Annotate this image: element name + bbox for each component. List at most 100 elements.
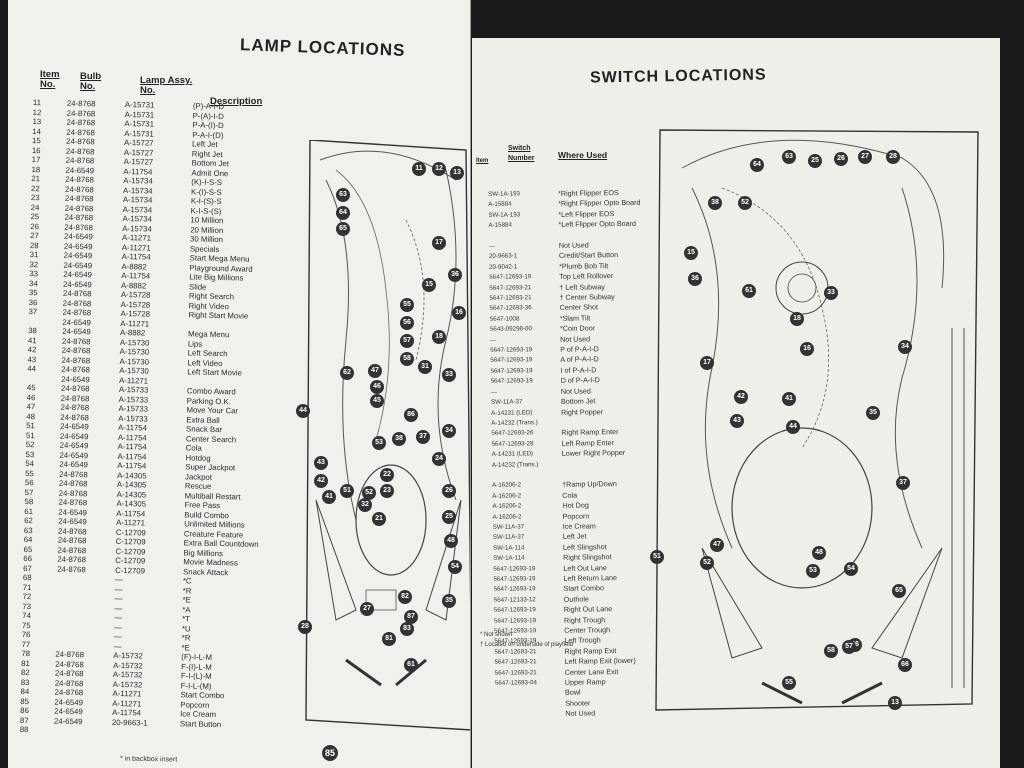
item-cell bbox=[480, 502, 490, 513]
lamp-callout-marker: 55 bbox=[400, 298, 414, 312]
header-description: Description bbox=[210, 96, 263, 107]
bulb-no-cell: 24-8768 bbox=[64, 193, 94, 204]
bulb-no-cell: 24-6549 bbox=[59, 459, 89, 470]
item-no-cell: 31 bbox=[29, 250, 39, 260]
lamp-callout-marker: 38 bbox=[392, 432, 406, 446]
item-cell bbox=[480, 471, 490, 482]
item-cell bbox=[477, 252, 487, 263]
item-no-cell: 44 bbox=[27, 364, 37, 374]
description-cell: Start Button bbox=[179, 718, 222, 729]
item-no-cell: 21 bbox=[31, 174, 41, 184]
item-no-cell: 27 bbox=[30, 231, 39, 241]
lamp-callout-marker: 14 bbox=[470, 168, 471, 182]
lamp-callout-marker: 15 bbox=[422, 278, 436, 292]
item-no-cell: 37 bbox=[28, 307, 38, 317]
lamp-callout-marker: 47 bbox=[368, 364, 382, 378]
item-no-cell: 62 bbox=[24, 515, 33, 526]
bulb-no-cell: 24-6549 bbox=[53, 716, 83, 726]
switch-callout-marker: 16 bbox=[800, 342, 814, 356]
switch-callout-marker: 48 bbox=[812, 546, 826, 560]
lamp-callout-marker: 17 bbox=[432, 236, 446, 250]
switch-callout-marker: 66 bbox=[898, 658, 912, 672]
item-no-cell: 86 bbox=[20, 705, 29, 716]
bulb-no-cell: 24-8768 bbox=[55, 649, 85, 660]
switch-callout-marker: 52 bbox=[700, 556, 714, 570]
item-cell bbox=[478, 315, 488, 326]
item-cell bbox=[479, 377, 489, 388]
lamp-callout-marker: 87 bbox=[404, 610, 418, 624]
bulb-no-cell: 24-8768 bbox=[54, 687, 84, 698]
switch-callout-marker: 64 bbox=[750, 158, 764, 172]
lamp-callout-marker: 48 bbox=[444, 534, 458, 548]
item-no-cell: 66 bbox=[23, 553, 33, 564]
item-cell bbox=[478, 336, 488, 347]
switch-callout-marker: 15 bbox=[684, 246, 698, 260]
lamp-locations-page: LAMP LOCATIONS Item No. Bulb No. Lamp As… bbox=[8, 0, 471, 768]
lamp-callout-marker: 11 bbox=[412, 162, 426, 176]
item-no-cell: 45 bbox=[26, 383, 36, 393]
switch-callout-marker: 51 bbox=[650, 550, 664, 564]
lamp-callout-marker: 12 bbox=[432, 162, 446, 176]
item-cell bbox=[477, 283, 487, 294]
item-cell bbox=[476, 190, 486, 201]
switch-callout-marker: 25 bbox=[808, 154, 822, 168]
lamp-callout-marker: 42 bbox=[314, 474, 328, 488]
switch-callout-marker: 55 bbox=[782, 676, 796, 690]
lamp-callout-marker: 44 bbox=[296, 404, 310, 418]
switch-callout-marker: 47 bbox=[710, 538, 724, 552]
description-cell: Right Start Movie bbox=[188, 310, 249, 321]
item-cell bbox=[477, 263, 487, 274]
switch-callout-marker: 54 bbox=[844, 562, 858, 576]
bulb-no-cell: 24-8768 bbox=[61, 364, 91, 375]
footnote: * in backbox insert bbox=[119, 755, 178, 764]
switch-callout-marker: 26 bbox=[834, 152, 848, 166]
item-cell bbox=[479, 388, 489, 399]
lamp-callout-marker: 13 bbox=[450, 166, 464, 180]
item-cell bbox=[482, 596, 492, 607]
lamp-callout-marker: 32 bbox=[358, 498, 372, 512]
switch-callout-marker: 43 bbox=[730, 414, 744, 428]
item-no-cell: 42 bbox=[27, 345, 37, 355]
switch-locations-page: SWITCH LOCATIONS Item Switch Number Wher… bbox=[472, 38, 1000, 768]
bulb-no-cell: 24-6549 bbox=[58, 516, 87, 527]
item-cell bbox=[483, 658, 493, 669]
item-no-cell: 38 bbox=[28, 326, 37, 336]
item-no-cell: 15 bbox=[32, 136, 41, 146]
switch-callout-marker: 52 bbox=[738, 196, 752, 210]
lamp-callout-marker: 27 bbox=[360, 602, 374, 616]
lamp-callout-marker: 26 bbox=[442, 484, 456, 498]
lamp-callout-marker: 51 bbox=[340, 484, 354, 498]
lamp-callout-marker: 36 bbox=[448, 268, 462, 282]
switch-callout-marker: 13 bbox=[888, 696, 902, 710]
lamp-callout-marker: 58 bbox=[400, 352, 414, 366]
where-used-cell: *Left Flipper Opto Board bbox=[558, 218, 637, 230]
lamp-callout-marker: 34 bbox=[442, 424, 456, 438]
lamp-callout-marker: 21 bbox=[372, 512, 386, 526]
switch-callout-marker: 18 bbox=[790, 312, 804, 326]
lamp-callout-marker: 45 bbox=[370, 394, 384, 408]
item-cell bbox=[479, 419, 489, 430]
item-no-cell: 35 bbox=[28, 288, 38, 298]
item-cell bbox=[479, 408, 489, 419]
switch-callout-marker: 35 bbox=[866, 406, 880, 420]
item-cell bbox=[476, 221, 486, 232]
lamp-callout-marker: 43 bbox=[314, 456, 328, 470]
lamp-callout-marker: 46 bbox=[370, 380, 384, 394]
switch-playfield-diagram bbox=[655, 129, 979, 711]
switch-callout-marker: 36 bbox=[688, 272, 702, 286]
item-cell bbox=[477, 231, 487, 242]
item-cell bbox=[478, 346, 488, 357]
lamp-callout-marker: 56 bbox=[400, 316, 414, 330]
switch-callout-marker: 33 bbox=[824, 286, 838, 300]
table-row: Not Used bbox=[483, 708, 649, 721]
bulb-no-cell: 24-6549 bbox=[54, 706, 83, 717]
item-no-cell: 88 bbox=[19, 724, 29, 735]
item-no-cell: 84 bbox=[20, 686, 30, 697]
bulb-no-cell: 24-8768 bbox=[57, 554, 87, 565]
item-cell bbox=[482, 648, 492, 659]
item-cell bbox=[478, 325, 488, 336]
item-no-cell: 82 bbox=[20, 667, 30, 678]
page-title: LAMP LOCATIONS bbox=[239, 35, 406, 60]
